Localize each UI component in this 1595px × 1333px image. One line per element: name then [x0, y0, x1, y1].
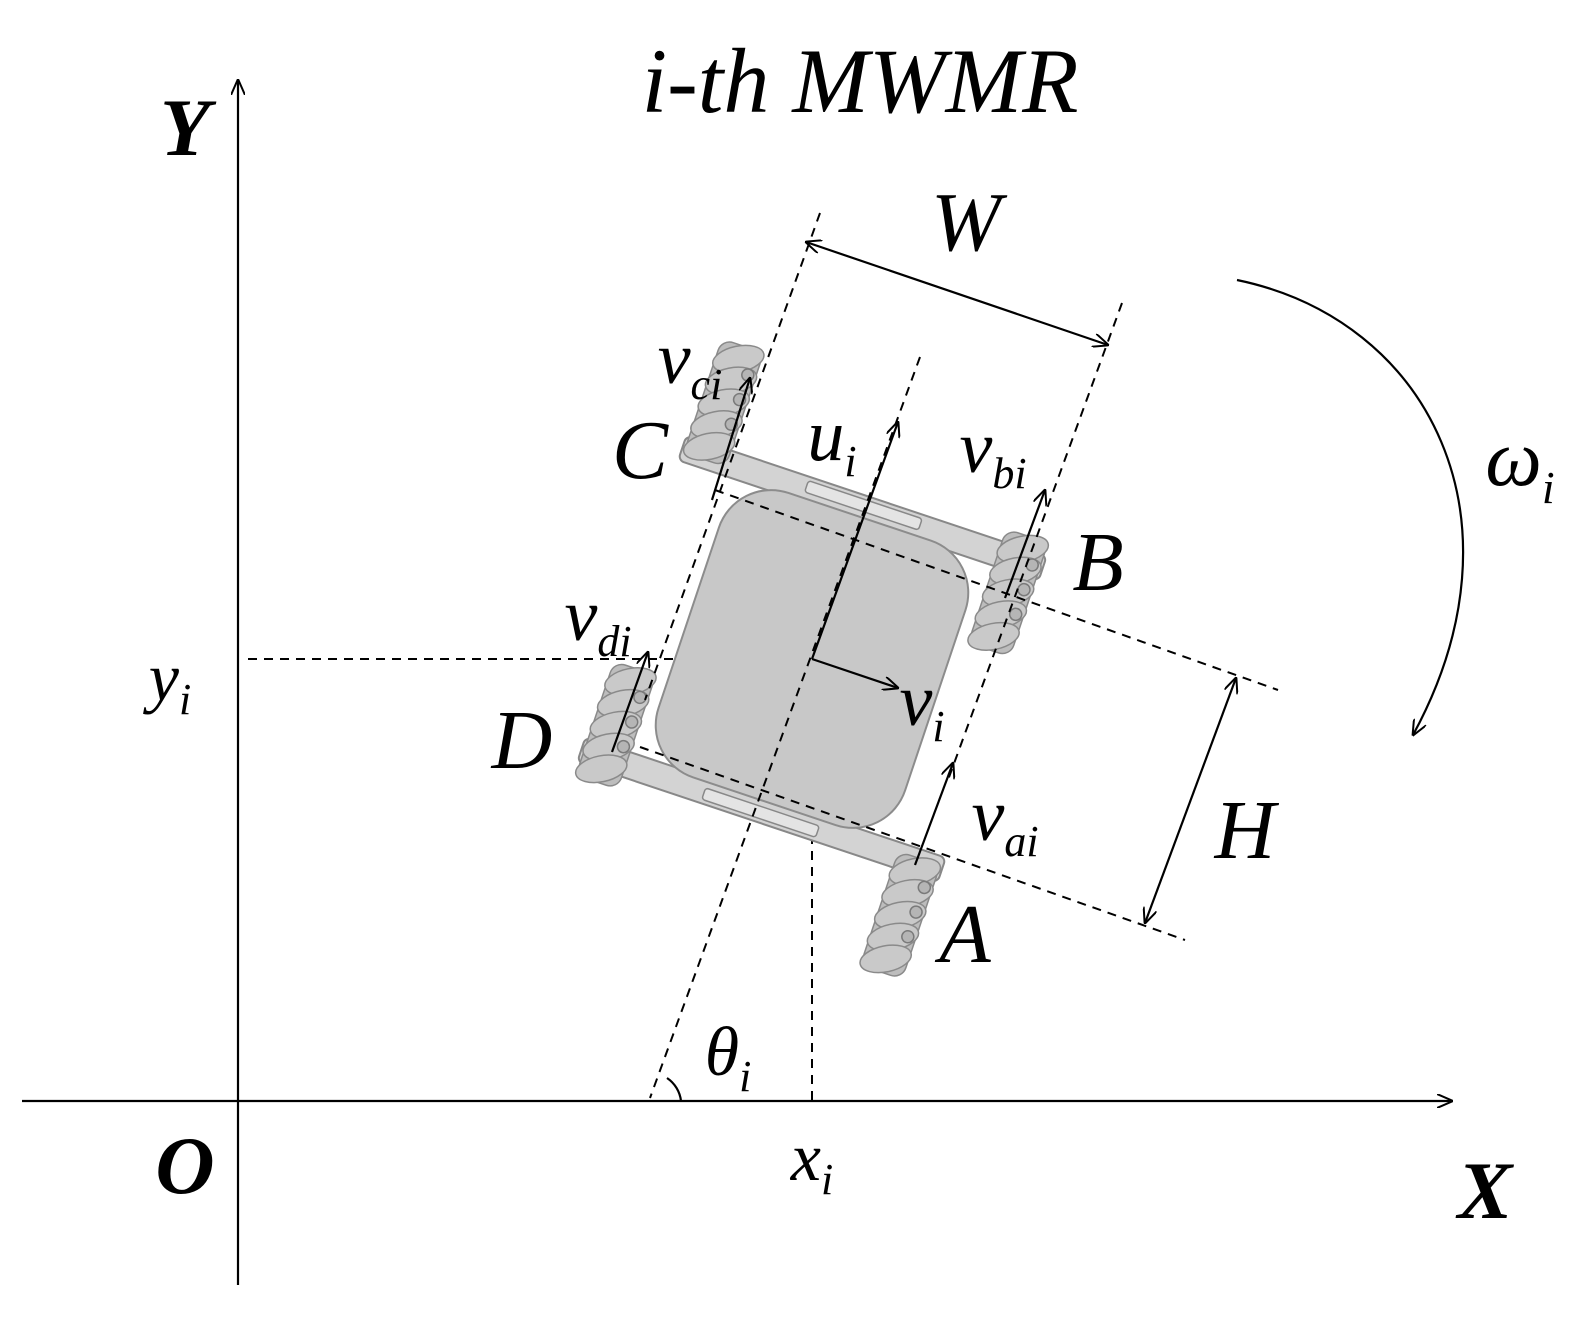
front-axle-dashed-line: [714, 489, 1279, 691]
va-velocity-arrow: [913, 763, 953, 866]
height-label: H: [1214, 784, 1280, 877]
vb-velocity-label: vbi: [959, 407, 1026, 498]
u-velocity-label: ui: [807, 395, 856, 486]
heading-dashed-line: [649, 356, 921, 1099]
theta-angle-arc: [666, 1077, 683, 1102]
wheel-a-label: A: [934, 888, 991, 981]
y-coordinate-label: yi: [143, 639, 191, 724]
robot-slot-front: [804, 480, 923, 531]
vd-velocity-arrow: [610, 652, 648, 753]
vd-velocity-label: vdi: [564, 575, 631, 666]
omega-label: ωi: [1485, 415, 1554, 513]
x-coordinate-label: xi: [790, 1119, 833, 1204]
rear-axle-dashed-line: [639, 746, 1186, 941]
va-velocity-label: vai: [971, 775, 1038, 866]
width-label: W: [931, 176, 1008, 269]
width-dimension-arrow: [806, 242, 1108, 345]
theta-label: θi: [705, 1014, 752, 1101]
origin-label: O: [155, 1120, 214, 1211]
v-velocity-label: vi: [899, 660, 944, 751]
vc-velocity-label: vci: [658, 318, 723, 409]
height-dimension-arrow: [1145, 678, 1236, 923]
diagram-title: i-th MWMR: [642, 30, 1079, 132]
wheel-b-label: B: [1072, 516, 1123, 609]
robot-slot-rear: [701, 787, 820, 838]
left-side-dashed-line: [644, 212, 821, 701]
x-axis-label: X: [1455, 1145, 1515, 1236]
wheel-a: [849, 838, 951, 992]
wheel-d-label: D: [491, 694, 553, 787]
omega-rotation-arrow: [1236, 278, 1465, 735]
v-velocity-arrow: [811, 657, 898, 688]
wheel-c-label: C: [612, 404, 669, 497]
vb-velocity-arrow: [1003, 490, 1045, 599]
u-velocity-arrow: [810, 422, 898, 660]
right-side-dashed-line: [947, 302, 1123, 781]
y-axis-label: Y: [160, 82, 217, 173]
robot: [565, 326, 1059, 992]
vc-velocity-arrow: [710, 378, 750, 501]
